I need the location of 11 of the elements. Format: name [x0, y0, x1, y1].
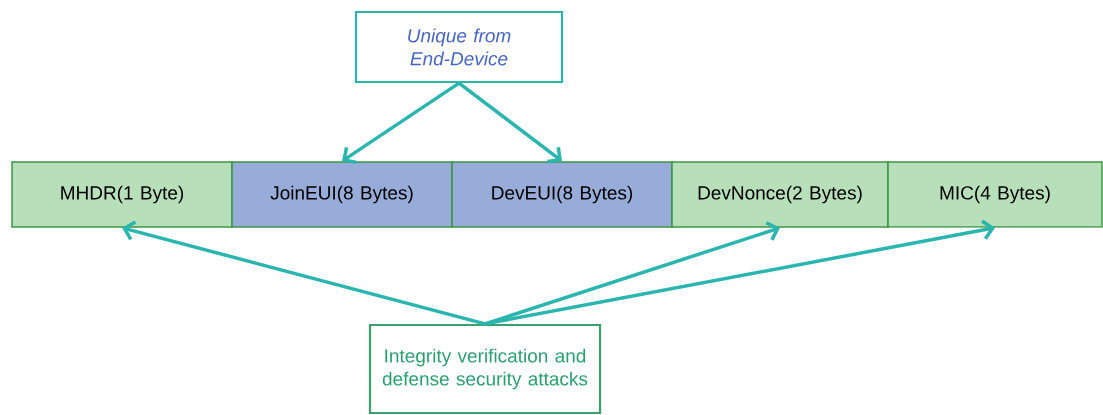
field-box: MIC(4 Bytes) — [887, 161, 1103, 228]
field-box: DevNonce(2 Bytes) — [671, 161, 889, 228]
callout-box: Unique from End-Device — [354, 10, 564, 84]
callout-box: Integrity verification and defense security attacks — [368, 323, 602, 415]
field-box: JoinEUI(8 Bytes) — [231, 161, 453, 228]
arrow — [342, 81, 460, 165]
arrow — [122, 220, 486, 326]
field-box: DevEUI(8 Bytes) — [451, 161, 673, 228]
field-box: MHDR(1 Byte) — [11, 161, 233, 228]
arrow — [484, 219, 995, 326]
arrow — [457, 81, 562, 164]
